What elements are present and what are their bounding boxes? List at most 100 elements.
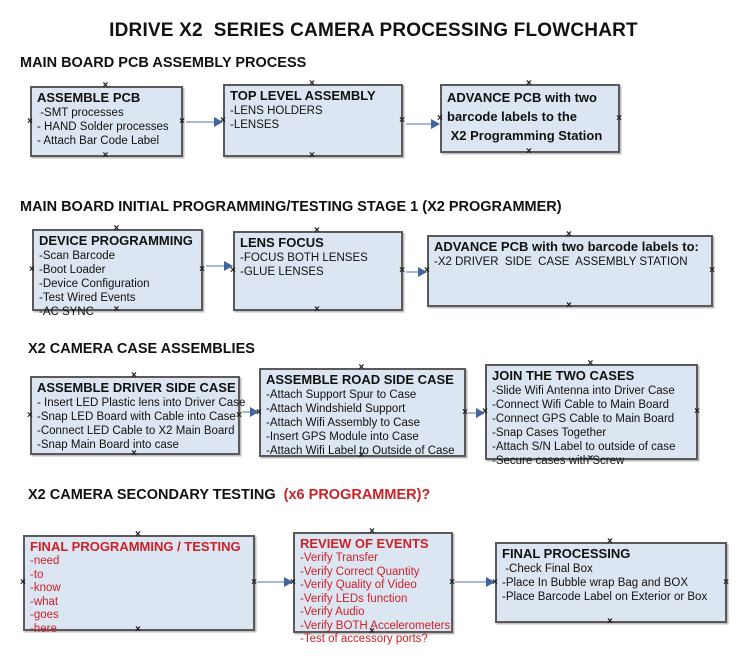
connector-arrow[interactable] (257, 577, 293, 587)
flow-box-advance-pcb-programming-station[interactable]: ADVANCE PCB with two barcode labels to t… (437, 78, 622, 157)
connector-arrow[interactable] (242, 407, 259, 417)
connector-handle-b[interactable]: × (113, 304, 120, 315)
flow-box-final-programming-testing[interactable]: FINAL PROGRAMMING / TESTING -need -to -k… (20, 529, 257, 635)
box-item: -what (30, 595, 59, 608)
box-item: -Verify BOTH Accelerometers (300, 619, 451, 632)
box-item: -Verify Correct Quantity (300, 565, 420, 578)
box-item: - Insert LED Plastic lens into Driver Ca… (37, 397, 246, 409)
connector-handle-t[interactable]: × (587, 358, 594, 369)
connector-handle-r[interactable]: × (399, 114, 405, 126)
connector-handle-r[interactable]: × (399, 265, 405, 276)
connector-handle-r[interactable]: × (462, 406, 468, 418)
box-item: -FOCUS BOTH LENSES (240, 252, 368, 264)
box-item: -Verify Quality of Video (300, 579, 417, 591)
connector-handle-r[interactable]: × (179, 115, 185, 127)
connector-handle-r[interactable]: × (709, 265, 715, 276)
flow-box-review-of-events[interactable]: REVIEW OF EVENTS -Verify Transfer -Verif… (290, 526, 455, 646)
box-item: -Boot Loader (39, 264, 106, 276)
box-item: -Connect GPS Cable to Main Board (492, 413, 675, 425)
box-title: FINAL PROGRAMMING / TESTING (30, 539, 241, 554)
box-item: -Place In Bubble wrap Bag and BOX (502, 577, 689, 589)
box-title: ASSEMBLE PCB (37, 90, 141, 105)
connector-handle-b[interactable]: × (566, 300, 572, 311)
connector-handle-r[interactable]: × (694, 406, 700, 417)
connector-handle-r[interactable]: × (449, 576, 455, 588)
connector-handle-t[interactable]: × (314, 225, 320, 236)
connector-handle-t[interactable]: × (135, 529, 141, 540)
box-item: -SMT processes (37, 107, 124, 119)
connector-handle-b[interactable]: × (369, 626, 375, 637)
connector-handle-t[interactable]: × (369, 526, 375, 537)
connector-handle-b[interactable]: × (135, 624, 141, 635)
section-heading-secondary-testing: X2 CAMERA SECONDARY TESTING (x6 PROGRAMM… (28, 487, 430, 503)
page-title: IDRIVE X2 SERIES CAMERA PROCESSING FLOWC… (109, 20, 638, 41)
connector-arrow[interactable] (186, 117, 223, 127)
connector-handle-t[interactable]: × (102, 80, 109, 91)
connector-handle-t[interactable]: × (309, 78, 315, 89)
box-item: - Attach Bar Code Label (37, 135, 160, 147)
box-item: -know (30, 582, 61, 594)
connector-handle-b[interactable]: × (309, 150, 315, 161)
connector-handle-b[interactable]: × (102, 150, 109, 161)
connector-handle-r[interactable]: × (616, 112, 622, 124)
box-item: -Attach Wifi Assembly to Case (266, 417, 421, 429)
box-title: FINAL PROCESSING (502, 546, 631, 561)
box-title: ASSEMBLE ROAD SIDE CASE (266, 372, 454, 387)
box-item: -Scan Barcode (39, 250, 116, 262)
connector-handle-b[interactable]: × (314, 304, 320, 315)
connector-arrow[interactable] (406, 119, 440, 129)
connector-handle-t[interactable]: × (131, 370, 137, 381)
box-item: -Snap LED Board with Cable into Case (37, 411, 236, 423)
box-item: -Verify Audio (300, 606, 365, 618)
connector-handle-b[interactable]: × (607, 616, 613, 627)
box-item: -Connect Wifi Cable to Main Board (492, 399, 670, 411)
connector-handle-t[interactable]: × (607, 536, 613, 547)
section-heading-initial-programming: MAIN BOARD INITIAL PROGRAMMING/TESTING S… (20, 199, 562, 215)
flow-box-device-programming[interactable]: DEVICE PROGRAMMING -Scan Barcode -Boot L… (29, 223, 205, 319)
connector-handle-b[interactable]: × (131, 448, 137, 459)
flow-box-advance-pcb-driver-side[interactable]: ADVANCE PCB with two barcode labels to: … (424, 229, 715, 311)
connector-arrow[interactable] (406, 267, 427, 277)
connector-handle-t[interactable]: × (358, 362, 365, 373)
flow-box-join-the-two-cases[interactable]: JOIN THE TWO CASES -Slide Wifi Antenna i… (482, 358, 700, 468)
connector-arrow[interactable] (206, 261, 233, 271)
flow-box-assemble-pcb[interactable]: ASSEMBLE PCB -SMT processes - HAND Solde… (27, 80, 185, 161)
connector-handle-l[interactable]: × (29, 264, 35, 275)
connector-handle-l[interactable]: × (27, 409, 33, 421)
connector-handle-b[interactable]: × (526, 146, 532, 157)
box-title: ASSEMBLE DRIVER SIDE CASE (37, 380, 236, 395)
box-item: - HAND Solder processes (37, 121, 169, 133)
box-title: TOP LEVEL ASSEMBLY (230, 88, 376, 103)
connector-handle-r[interactable]: × (236, 409, 242, 421)
box-item: -Secure cases with Screw (492, 455, 625, 467)
flow-box-lens-focus[interactable]: LENS FOCUS -FOCUS BOTH LENSES -GLUE LENS… (230, 225, 405, 315)
box-title-line: barcode labels to the (447, 109, 578, 124)
connector-handle-r[interactable]: × (251, 577, 257, 588)
box-title: JOIN THE TWO CASES (492, 368, 635, 383)
flow-box-final-processing[interactable]: FINAL PROCESSING -Check Final Box -Place… (492, 536, 729, 627)
box-item: -goes (30, 609, 59, 621)
connector-handle-t[interactable]: × (526, 78, 532, 89)
connector-handle-t[interactable]: × (566, 229, 572, 240)
box-item: -Attach Windshield Support (266, 403, 406, 415)
connector-handle-l[interactable]: × (437, 112, 443, 124)
box-item: -Attach Support Spur to Case (266, 389, 417, 401)
connector-handle-b[interactable]: × (587, 453, 594, 464)
connector-handle-r[interactable]: × (199, 264, 205, 275)
box-item: -Snap Cases Together (492, 427, 607, 439)
connector-arrow[interactable] (468, 408, 485, 418)
flow-box-top-level-assembly[interactable]: TOP LEVEL ASSEMBLY -LENS HOLDERS -LENSES… (220, 78, 405, 161)
connector-handle-b[interactable]: × (358, 450, 365, 461)
connector-handle-r[interactable]: × (723, 576, 729, 588)
box-title: DEVICE PROGRAMMING (39, 233, 193, 248)
box-item: -Check Final Box (502, 563, 593, 575)
connector-arrow[interactable] (455, 577, 495, 587)
connector-handle-l[interactable]: × (20, 577, 26, 588)
box-title-line: X2 Programming Station (447, 128, 603, 143)
flow-box-assemble-driver-side-case[interactable]: ASSEMBLE DRIVER SIDE CASE - Insert LED P… (27, 370, 246, 459)
connector-handle-t[interactable]: × (113, 223, 120, 234)
connector-handle-l[interactable]: × (27, 115, 33, 127)
flow-box-assemble-road-side-case[interactable]: ASSEMBLE ROAD SIDE CASE -Attach Support … (256, 362, 468, 461)
box-item: -Verify Transfer (300, 552, 378, 564)
